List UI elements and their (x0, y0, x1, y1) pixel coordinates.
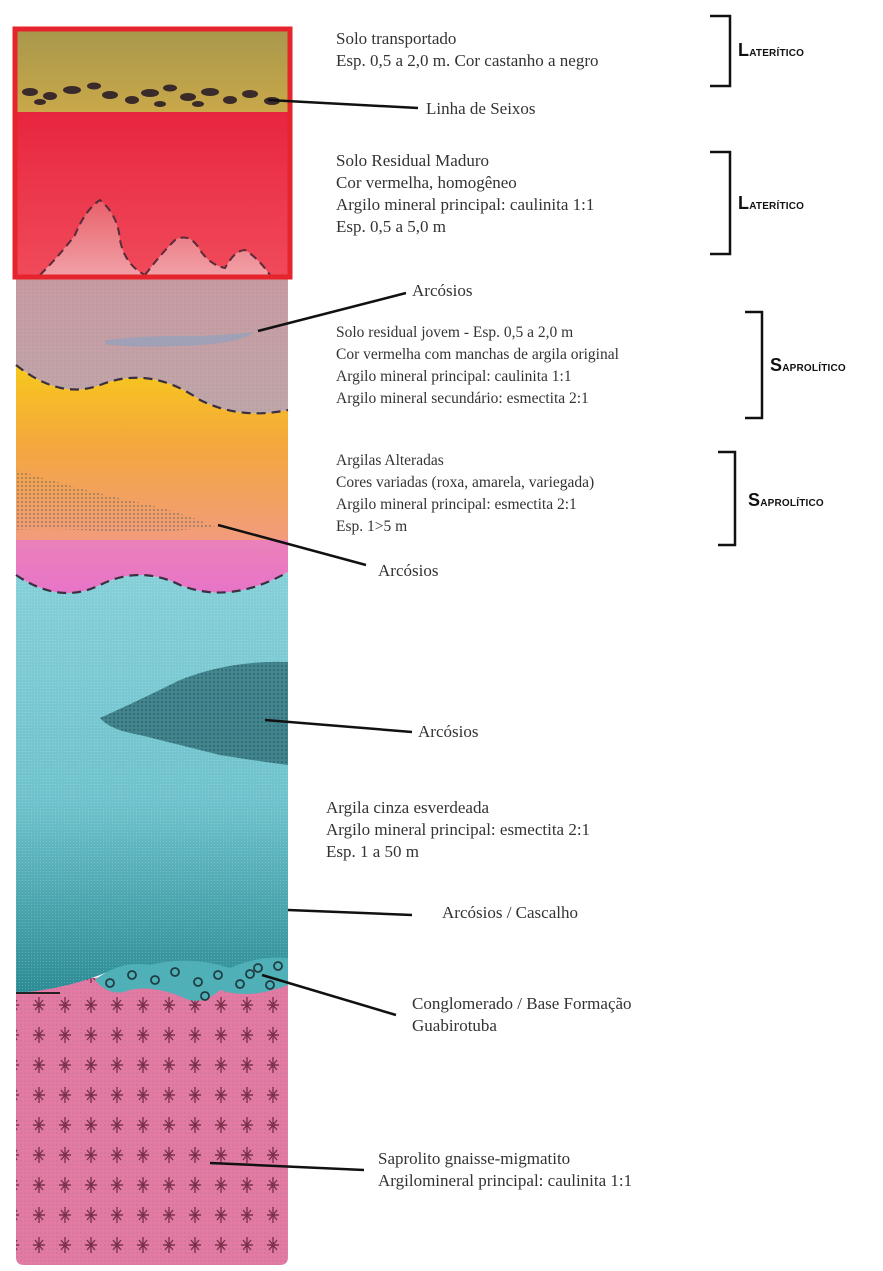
label-saprolito: Saprolito gnaisse-migmatito Argilominera… (378, 1148, 632, 1192)
label-line: Esp. 0,5 a 2,0 m. Cor castanho a negro (336, 50, 599, 72)
class-saprolitico-2: Saprolítico (748, 490, 824, 511)
label-solo-residual-maduro: Solo Residual Maduro Cor vermelha, homog… (336, 150, 594, 238)
label-line: Solo Residual Maduro (336, 150, 594, 172)
label-linha-seixos: Linha de Seixos (426, 98, 536, 120)
label-argilas-alteradas: Argilas Alteradas Cores variadas (roxa, … (336, 450, 594, 538)
bracket-lateritico-2 (710, 152, 730, 254)
label-line: Solo residual jovem - Esp. 0,5 a 2,0 m (336, 322, 619, 344)
label-line: Argilo mineral principal: esmectita 2:1 (326, 819, 590, 841)
label-arcosios-3: Arcósios (418, 721, 478, 743)
label-line: Esp. 1>5 m (336, 516, 594, 538)
label-line: Argilomineral principal: caulinita 1:1 (378, 1170, 632, 1192)
label-arcosios-2: Arcósios (378, 560, 438, 582)
label-line: Argilas Alteradas (336, 450, 594, 472)
soil-column (16, 30, 288, 1265)
layer-solo-maduro (16, 112, 288, 275)
label-line: Solo transportado (336, 28, 599, 50)
label-line: Cores variadas (roxa, amarela, variegada… (336, 472, 594, 494)
label-line: Argilo mineral principal: caulinita 1:1 (336, 194, 594, 216)
label-line: Cor vermelha com manchas de argila origi… (336, 344, 619, 366)
class-saprolitico-1: Saprolítico (770, 355, 846, 376)
label-solo-transportado: Solo transportado Esp. 0,5 a 2,0 m. Cor … (336, 28, 599, 72)
label-solo-residual-jovem: Solo residual jovem - Esp. 0,5 a 2,0 m C… (336, 322, 619, 410)
bracket-lateritico-1 (710, 16, 730, 86)
bracket-saprolitico-1 (745, 312, 762, 418)
label-arcosios-1: Arcósios (412, 280, 472, 302)
label-line: Argilo mineral principal: caulinita 1:1 (336, 366, 619, 388)
class-lateritico-2: Laterítico (738, 193, 804, 214)
argila-cinza-texture (16, 572, 288, 993)
label-line: Argilo mineral secundário: esmectita 2:1 (336, 388, 619, 410)
label-line: Saprolito gnaisse-migmatito (378, 1148, 632, 1170)
label-arcosios-cascalho: Arcósios / Cascalho (442, 902, 578, 924)
bracket-saprolitico-2 (718, 452, 735, 545)
layer-solo-transportado (16, 30, 288, 112)
saprolito-dots (16, 960, 288, 1265)
label-line: Guabirotuba (412, 1015, 632, 1037)
label-line: Argila cinza esverdeada (326, 797, 590, 819)
label-line: Conglomerado / Base Formação (412, 993, 632, 1015)
class-lateritico-1: Laterítico (738, 40, 804, 61)
label-line: Argilo mineral principal: esmectita 2:1 (336, 494, 594, 516)
label-line: Esp. 1 a 50 m (326, 841, 590, 863)
label-argila-cinza: Argila cinza esverdeada Argilo mineral p… (326, 797, 590, 863)
label-conglomerado: Conglomerado / Base Formação Guabirotuba (412, 993, 632, 1037)
label-line: Cor vermelha, homogêneo (336, 172, 594, 194)
brackets (710, 16, 762, 545)
leader-arcosios-cascalho (288, 910, 412, 915)
label-line: Esp. 0,5 a 5,0 m (336, 216, 594, 238)
